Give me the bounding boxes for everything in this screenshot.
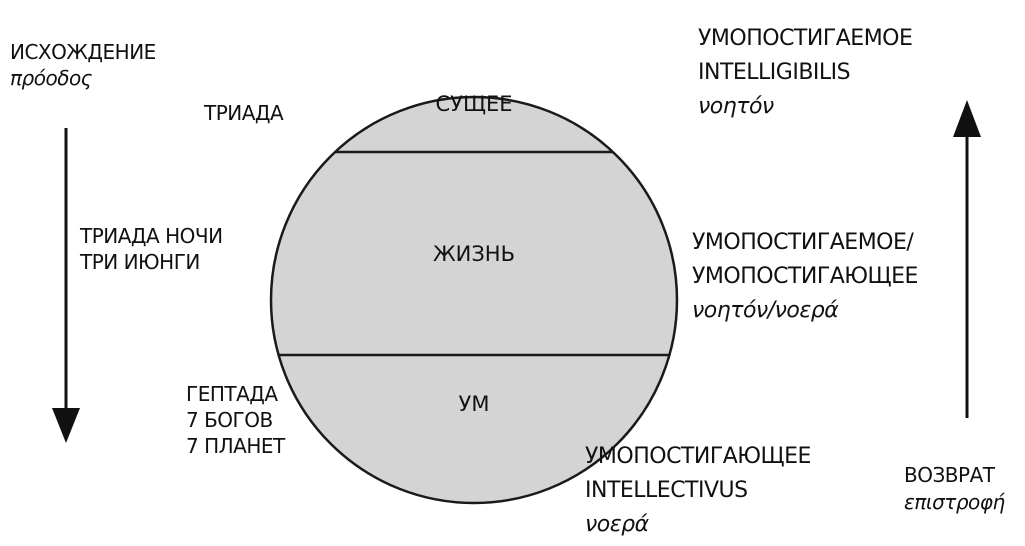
arrow-up-icon <box>953 100 981 418</box>
night-triad-line1: ТРИАДА НОЧИ <box>80 224 223 248</box>
return-greek: επιστροφή <box>904 490 1005 514</box>
intellective-greek: νοερά <box>585 512 649 537</box>
circle-body <box>269 95 679 505</box>
triad-label: ТРИАДА <box>204 101 284 125</box>
procession-greek: πρόοδος <box>10 66 92 90</box>
intelligible-greek: νοητόν <box>698 94 774 119</box>
intelligible-intellective-line1: УМОПОСТИГАЕМОЕ/ <box>692 230 914 255</box>
heptad-line1: ГЕПТАДА <box>186 382 278 406</box>
heptad-line2: 7 БОГОВ <box>186 408 273 432</box>
zone-life-label: ЖИЗНЬ <box>433 242 515 266</box>
zone-mind-label: УМ <box>458 392 490 416</box>
arrow-down-icon <box>52 128 80 443</box>
night-triad-line2: ТРИ ИЮНГИ <box>80 250 200 274</box>
intelligible-la: INTELLIGIBILIS <box>698 60 851 85</box>
procession-label: ИСХОЖДЕНИЕ <box>10 40 156 64</box>
intelligible-ru: УМОПОСТИГАЕМОЕ <box>698 26 913 51</box>
heptad-line3: 7 ПЛАНЕТ <box>186 434 285 458</box>
intelligible-intellective-greek: νοητόν/νοερά <box>692 298 839 323</box>
intellective-ru: УМОПОСТИГАЮЩЕЕ <box>585 444 811 469</box>
intelligible-intellective-line2: УМОПОСТИГАЮЩЕЕ <box>692 264 918 289</box>
zone-being-label: СУЩЕЕ <box>435 92 513 116</box>
return-label: ВОЗВРАТ <box>904 463 995 487</box>
intellective-la: INTELLECTIVUS <box>585 478 748 503</box>
